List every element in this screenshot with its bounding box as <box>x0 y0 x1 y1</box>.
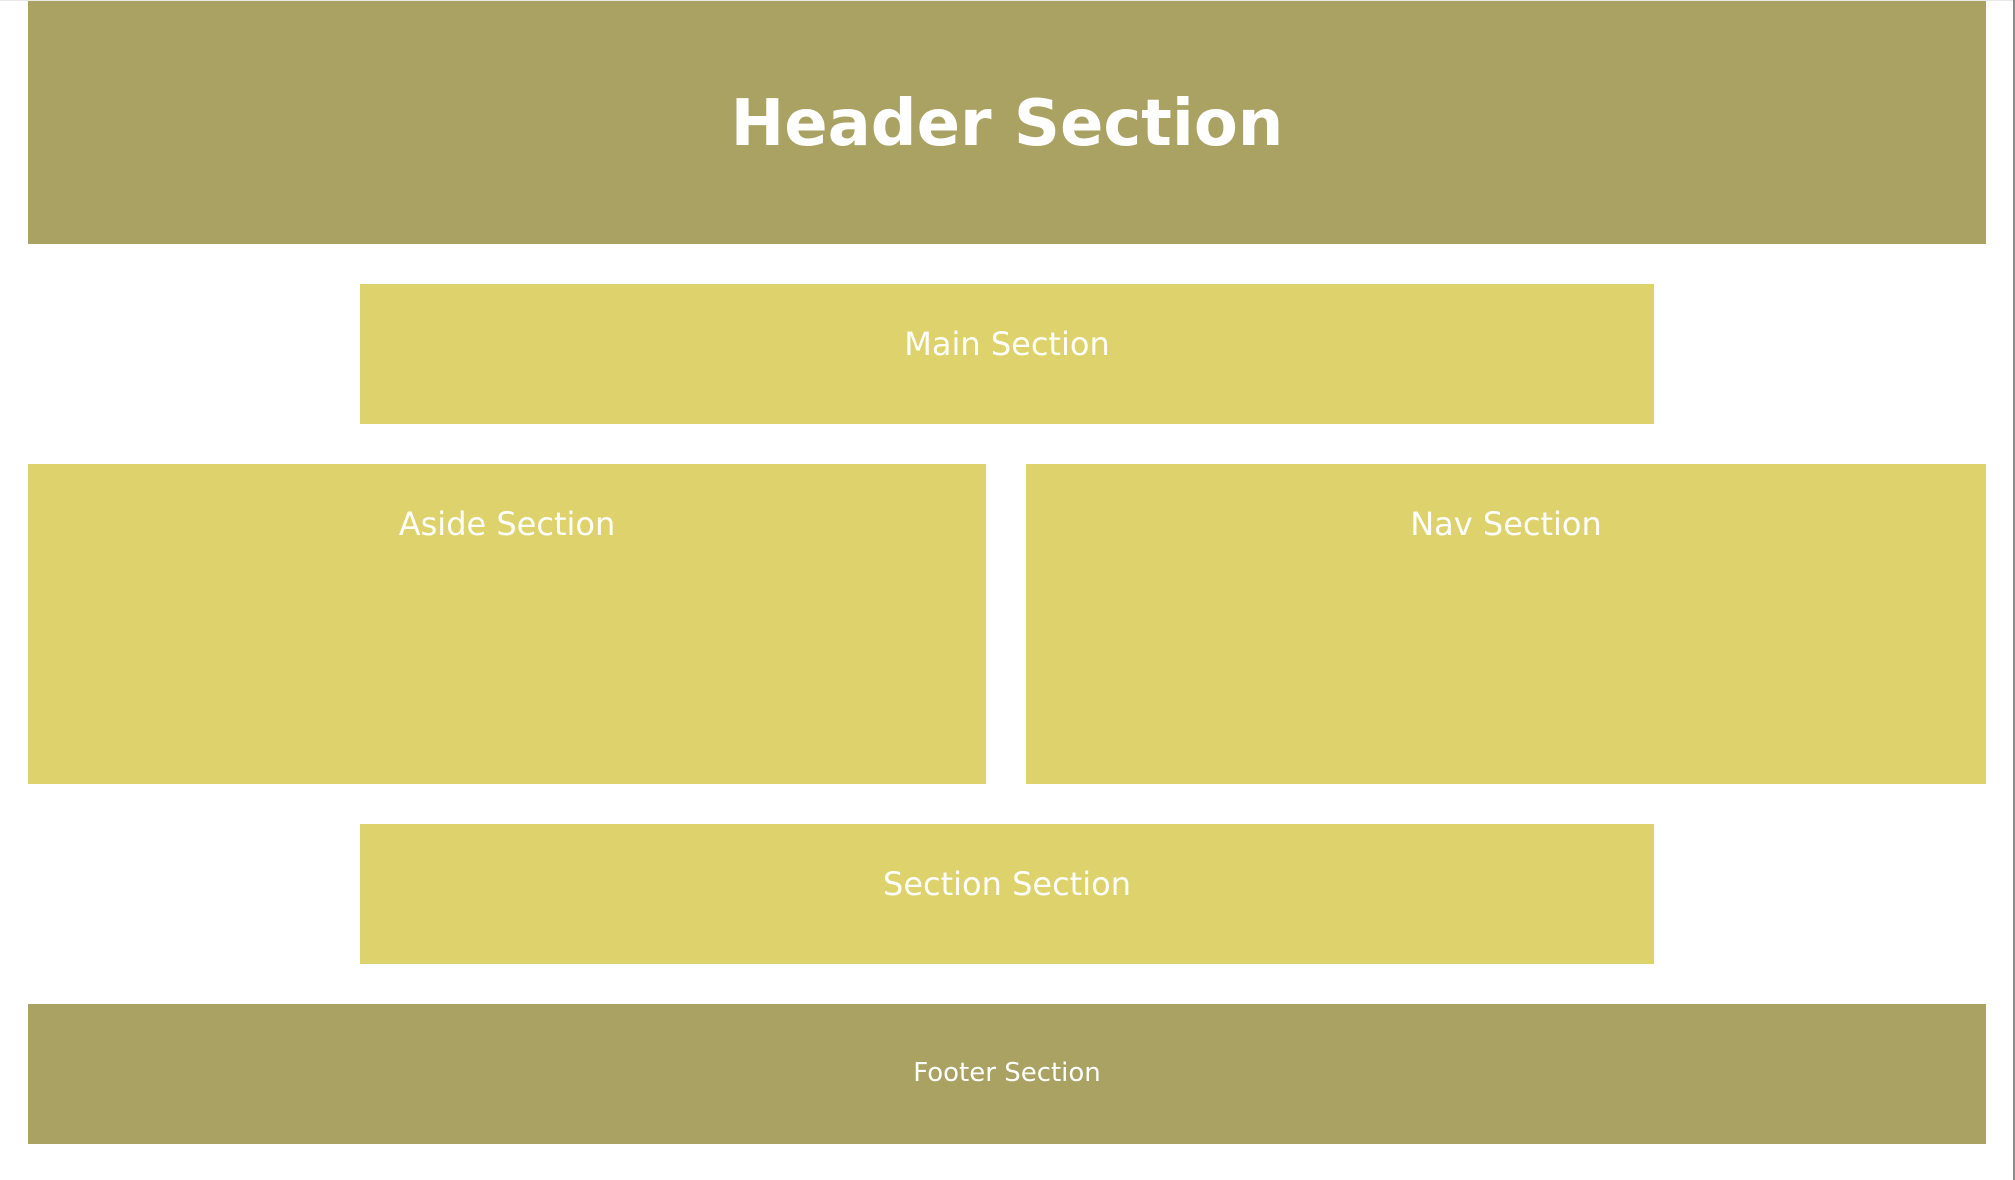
main-section: Main Section <box>360 284 1654 424</box>
footer-section: Footer Section <box>28 1004 1986 1144</box>
nav-section-label: Nav Section <box>1410 505 1602 543</box>
header-section: Header Section <box>28 1 1986 244</box>
header-title: Header Section <box>730 87 1284 161</box>
top-divider <box>0 0 2013 1</box>
nav-section: Nav Section <box>1026 464 1986 784</box>
footer-section-label: Footer Section <box>913 1058 1101 1088</box>
section-section: Section Section <box>360 824 1654 964</box>
main-section-label: Main Section <box>904 325 1110 363</box>
aside-section-label: Aside Section <box>398 505 616 543</box>
aside-section: Aside Section <box>28 464 986 784</box>
section-section-label: Section Section <box>883 865 1131 903</box>
window-edge-scrollbar[interactable] <box>2013 0 2015 1180</box>
